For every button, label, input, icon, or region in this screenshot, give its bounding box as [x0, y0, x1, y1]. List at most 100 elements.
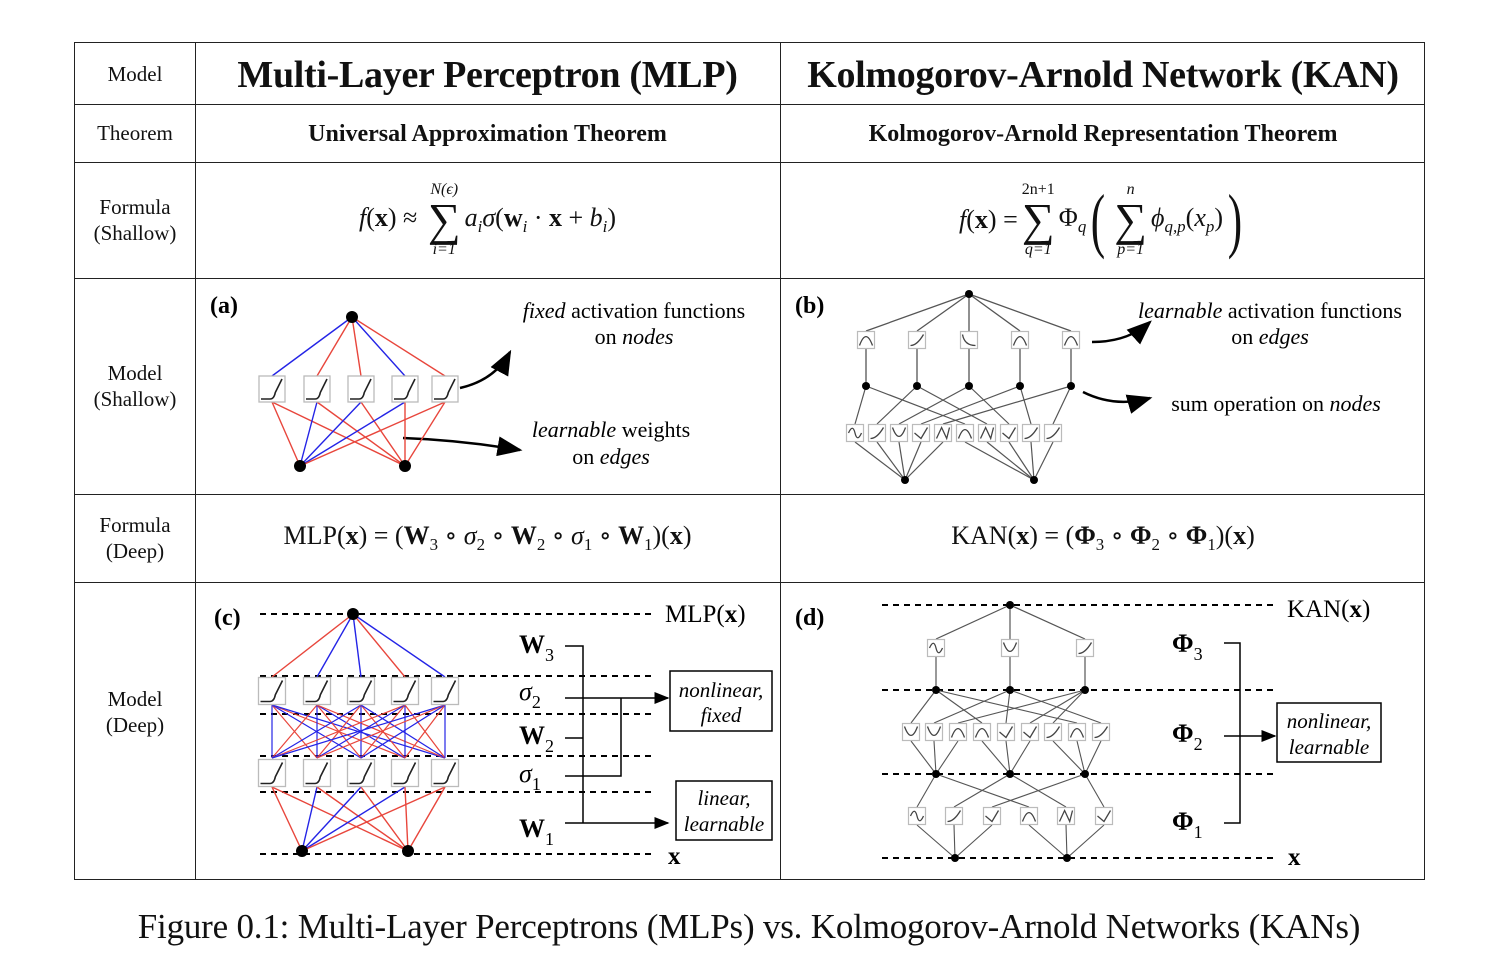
activation-box	[431, 375, 459, 403]
activation-box	[982, 806, 1002, 826]
relu-curve-icon	[433, 762, 457, 785]
edge	[271, 704, 318, 759]
symbol: W	[510, 520, 537, 550]
symbol: b	[589, 202, 603, 232]
activation-box	[996, 722, 1016, 742]
edge	[968, 293, 1072, 332]
symbol: ϕ	[1151, 202, 1165, 232]
relation: ≈	[403, 202, 418, 232]
label-text: KAN(	[1287, 596, 1350, 623]
column-divider	[195, 43, 196, 879]
activation-frame	[996, 722, 1016, 742]
left-paren: (	[1091, 180, 1106, 260]
relu-curve-icon	[261, 378, 283, 400]
bracket-line	[565, 698, 622, 777]
row-label-line: (Deep)	[105, 539, 165, 563]
node	[1081, 686, 1089, 694]
panel-label-c: (c)	[214, 605, 241, 631]
label-text: x	[725, 601, 738, 628]
relu-curve-icon	[305, 680, 329, 703]
relu-curve-icon	[349, 680, 373, 703]
activation-box	[1043, 722, 1063, 742]
edge	[865, 385, 966, 425]
activation-box	[907, 330, 927, 350]
mlp-title: Multi-Layer Perceptron (MLP)	[195, 43, 780, 106]
activation-box	[999, 423, 1019, 443]
subscript: i	[477, 217, 483, 237]
edge	[271, 401, 301, 467]
label-text: MLP(	[665, 601, 725, 628]
symbol: W	[403, 520, 430, 550]
annotation-text: on	[595, 324, 623, 349]
annotation-learnable-weights: learnable weights	[532, 417, 690, 442]
activation-frame	[1010, 330, 1030, 350]
activation-box	[1061, 330, 1081, 350]
activation-frame	[933, 423, 953, 443]
row-label-line: (Shallow)	[93, 221, 177, 245]
edge	[968, 293, 1021, 332]
kan-input-label: x	[1288, 844, 1301, 871]
layer-symbol: σ	[519, 759, 533, 788]
edge	[916, 824, 956, 859]
node	[399, 460, 411, 472]
node	[1006, 601, 1014, 609]
layer-label: W3	[519, 630, 554, 665]
layer-symbol: σ	[519, 677, 533, 706]
spline-curve-icon	[926, 726, 942, 737]
row-divider	[75, 104, 1424, 105]
mlp-formula-deep: MLP(x) = (W3 ∘ σ2 ∘ W2 ∘ σ1 ∘ W1)(x)	[195, 494, 780, 582]
edge	[407, 786, 446, 852]
relu-curve-icon	[394, 378, 416, 400]
sum-sign-icon: ∑	[1114, 194, 1148, 245]
edge	[916, 385, 988, 425]
symbol: Φ	[1074, 520, 1096, 550]
activation-box	[430, 676, 460, 706]
spline-curve-icon	[947, 810, 962, 823]
edge	[898, 385, 970, 425]
activation-box	[889, 423, 909, 443]
edge	[352, 613, 446, 678]
annotation-emphasis: edges	[600, 444, 650, 469]
activation-box	[977, 423, 997, 443]
annotation-text: on	[1231, 324, 1259, 349]
activation-box	[346, 676, 376, 706]
spline-curve-icon	[914, 427, 929, 440]
edge	[301, 786, 446, 852]
edge	[1009, 604, 1086, 640]
arrow-icon	[1082, 390, 1153, 414]
kan-formula-deep: KAN(x) = (Φ3 ∘ Φ2 ∘ Φ1)(x)	[780, 494, 1426, 582]
operator: ∘	[598, 520, 612, 550]
activation-box	[1043, 423, 1063, 443]
layer-guides	[882, 604, 1278, 859]
activation-box	[911, 423, 931, 443]
edge	[1065, 824, 1068, 859]
edge	[271, 786, 303, 852]
edge	[854, 385, 867, 425]
mlp-input-label: x	[668, 843, 681, 870]
activation-frame	[948, 722, 968, 742]
layer-guides	[260, 613, 655, 855]
edge	[299, 401, 362, 467]
label-text: x	[1350, 596, 1363, 623]
symbol: σ	[482, 202, 496, 232]
edge	[1052, 385, 1072, 425]
edge	[957, 689, 1086, 724]
node	[932, 770, 940, 778]
layer-subscript: 1	[532, 774, 541, 794]
activation-box	[944, 806, 964, 826]
edge	[942, 385, 1072, 425]
spline-curve-icon	[1094, 726, 1109, 739]
activation-frame	[901, 722, 921, 742]
edge	[910, 689, 937, 724]
layer-symbol: Φ	[1172, 629, 1194, 658]
annotation-emphasis: edges	[1259, 324, 1309, 349]
edge	[1009, 740, 1031, 775]
activation-frame	[1043, 722, 1063, 742]
edge	[360, 704, 406, 759]
subscript: 2	[1151, 535, 1160, 555]
activation-box	[1019, 806, 1039, 826]
annotation-fixed-activation: fixed activation functions	[523, 298, 745, 323]
kan-title: Kolmogorov-Arnold Network (KAN)	[780, 43, 1426, 106]
node	[965, 290, 973, 298]
activation-box	[1091, 722, 1111, 742]
